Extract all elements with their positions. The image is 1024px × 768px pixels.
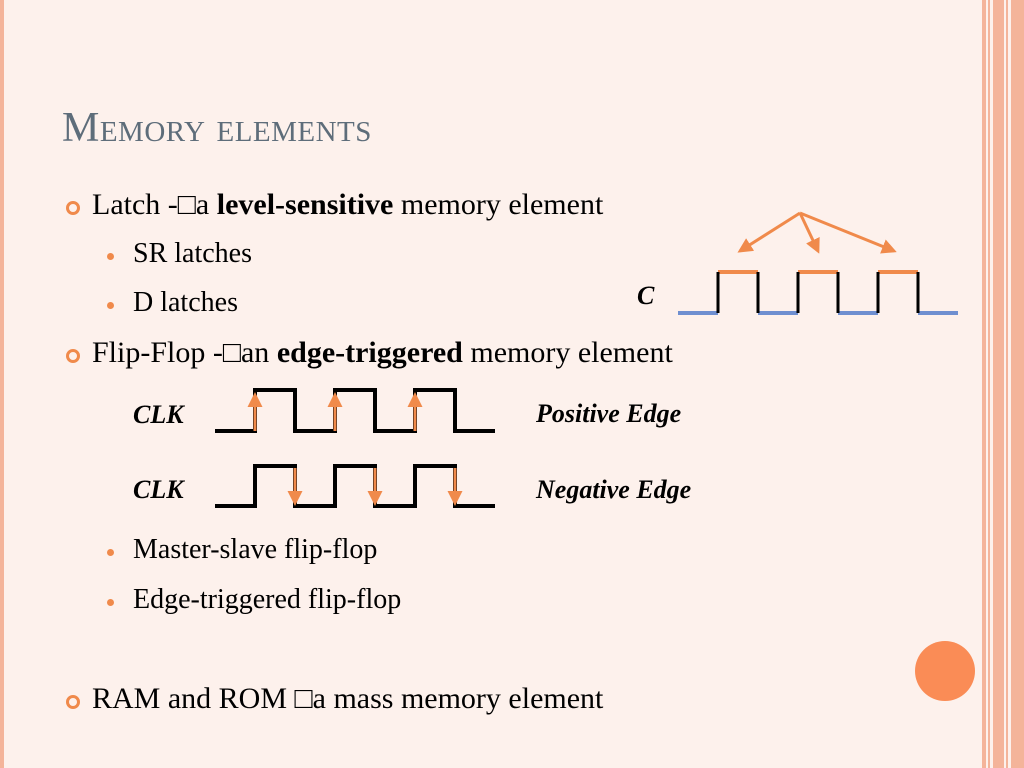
slide-left-border xyxy=(0,0,4,768)
clk-label-positive: CLK xyxy=(133,400,185,429)
decorative-circle xyxy=(915,641,975,701)
positive-edge-waveform: CLK Positive Edge xyxy=(133,388,681,433)
bullet-master-slave: Master-slave flip-flop xyxy=(133,534,378,565)
bullet-latch: Latch -□a level-sensitive memory element xyxy=(92,188,603,222)
level-sensitive-arrows xyxy=(737,211,897,254)
flipflop-lead: Flip-Flop xyxy=(92,336,206,369)
latch-sep: -□a xyxy=(160,188,217,221)
bullet-dot-icon xyxy=(107,549,114,556)
negative-edge-label: Negative Edge xyxy=(535,475,691,504)
bullet-ram-rom: RAM and ROM □a mass memory element xyxy=(92,682,604,715)
bullet-edge-triggered-ff: Edge-triggered flip-flop xyxy=(133,584,402,615)
bullet-dot-icon xyxy=(107,599,114,606)
bullet-flipflop: Flip-Flop -□an edge-triggered memory ele… xyxy=(92,336,673,370)
bullet-d-latches: D latches xyxy=(133,287,238,318)
clk-waveform-positive xyxy=(215,388,495,433)
clock-edges xyxy=(716,272,920,313)
positive-edge-label: Positive Edge xyxy=(535,399,681,428)
bullet-sr-latches: SR latches xyxy=(133,238,252,269)
latch-clock-label: C xyxy=(637,281,655,310)
rising-edge-arrows xyxy=(247,392,423,431)
bullet-dot-icon xyxy=(107,253,114,260)
latch-lead: Latch xyxy=(92,188,161,221)
latch-clock-waveform: C xyxy=(637,211,958,315)
flipflop-tail: memory element xyxy=(462,336,673,369)
negative-edge-waveform: CLK Negative Edge xyxy=(133,464,691,508)
bullet-ring-icon xyxy=(66,201,80,215)
clk-label-negative: CLK xyxy=(133,475,185,504)
decorative-stripe xyxy=(1006,0,1008,768)
flipflop-emphasis: edge-triggered xyxy=(276,336,463,369)
bullet-dot-icon xyxy=(107,302,114,309)
slide-title: Memory elements xyxy=(62,105,372,151)
decorative-stripe xyxy=(993,0,1004,768)
flipflop-sep: -□an xyxy=(205,336,277,369)
bullet-ring-icon xyxy=(66,695,80,709)
bullet-ring-icon xyxy=(66,349,80,363)
falling-edge-arrows xyxy=(287,468,463,506)
clk-waveform-negative xyxy=(215,464,495,508)
decorative-stripe xyxy=(982,0,986,768)
latch-emphasis: level-sensitive xyxy=(216,188,394,221)
latch-tail: memory element xyxy=(393,188,604,221)
decorative-stripe xyxy=(1011,0,1024,768)
decorative-stripe xyxy=(988,0,990,768)
